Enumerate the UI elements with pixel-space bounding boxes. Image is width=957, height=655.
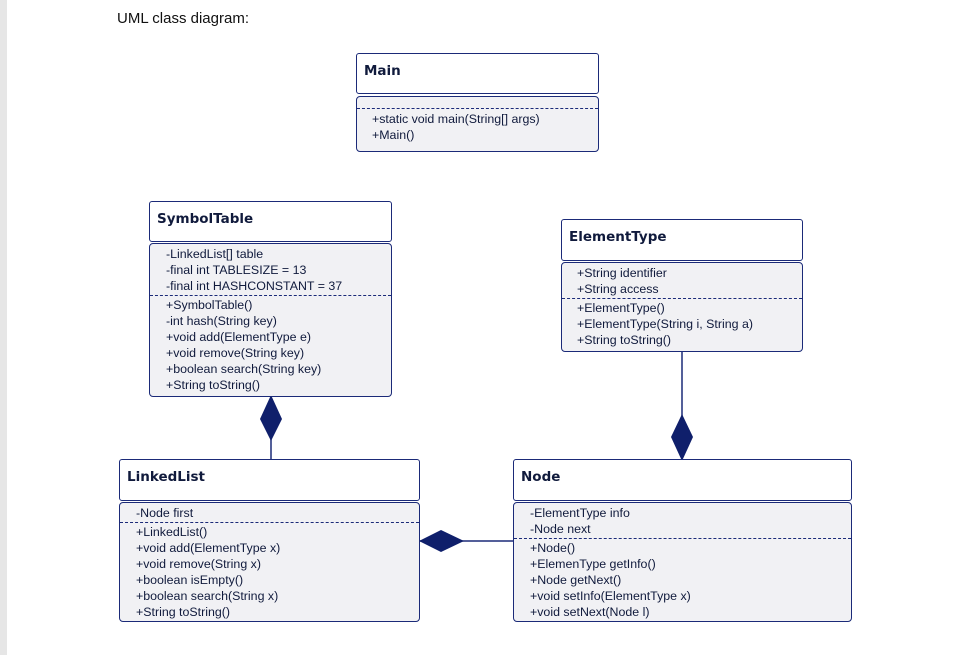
diagram-title: UML class diagram: — [117, 10, 249, 27]
class-name: SymbolTable — [149, 201, 392, 242]
divider — [357, 108, 598, 109]
linkedlist-composition-diamond — [419, 530, 464, 552]
divider — [120, 522, 419, 523]
method: +void remove(String x) — [136, 557, 261, 571]
method: +void setInfo(ElementType x) — [530, 589, 691, 603]
method-list: +LinkedList() +void add(ElementType x) +vo… — [136, 524, 413, 620]
class-body: +static void main(String[] args) +Main() — [356, 96, 599, 152]
method-list: +static void main(String[] args) +Main() — [372, 111, 592, 143]
attribute: -LinkedList[] table — [166, 247, 264, 261]
method: +static void main(String[] args) — [372, 112, 540, 126]
attribute: -ElementType info — [530, 506, 630, 520]
attribute: +String identifier — [577, 266, 667, 280]
method: +LinkedList() — [136, 525, 208, 539]
method: +void add(ElementType x) — [136, 541, 281, 555]
method: +boolean isEmpty() — [136, 573, 244, 587]
method: +String toString() — [577, 333, 672, 347]
method: +Node() — [530, 541, 576, 555]
method: +ElementType(String i, String a) — [577, 317, 753, 331]
symboltable-composition-diamond — [260, 395, 282, 441]
class-name: LinkedList — [119, 459, 420, 501]
class-name: Node — [513, 459, 852, 501]
attribute-list: +String identifier +String access — [577, 265, 796, 297]
method: +boolean search(String key) — [166, 362, 322, 376]
method-list: +SymbolTable() -int hash(String key) +void… — [166, 297, 385, 393]
method: +String toString() — [136, 605, 231, 619]
elementtype-composition-diamond — [671, 414, 693, 461]
attribute: -Node first — [136, 506, 194, 520]
method: +Main() — [372, 128, 415, 142]
class-body: +String identifier +String access +Elemen… — [561, 262, 803, 352]
class-name: Main — [356, 53, 599, 94]
class-body: -LinkedList[] table -final int TABLESIZE … — [149, 243, 392, 397]
method: +Node getNext() — [530, 573, 622, 587]
divider — [150, 295, 391, 296]
method: +void setNext(Node l) — [530, 605, 650, 619]
method: +void add(ElementType e) — [166, 330, 311, 344]
method-list: +ElementType() +ElementType(String i, Str… — [577, 300, 796, 348]
class-body: -ElementType info -Node next +Node() +Elem… — [513, 502, 852, 622]
method: +void remove(String key) — [166, 346, 305, 360]
method: +ElementType() — [577, 301, 665, 315]
attribute: +String access — [577, 282, 659, 296]
attribute: -final int HASHCONSTANT = 37 — [166, 279, 343, 293]
method-list: +Node() +ElemenType getInfo() +Node getNex… — [530, 540, 845, 620]
method: +ElemenType getInfo() — [530, 557, 656, 571]
method: +boolean search(String x) — [136, 589, 279, 603]
attribute-list: -LinkedList[] table -final int TABLESIZE … — [166, 246, 385, 294]
method: +SymbolTable() — [166, 298, 253, 312]
class-body: -Node first +LinkedList() +void add(Eleme… — [119, 502, 420, 622]
method: +String toString() — [166, 378, 261, 392]
divider — [514, 538, 851, 539]
page-left-margin — [0, 0, 7, 655]
divider — [562, 298, 802, 299]
method: -int hash(String key) — [166, 314, 277, 328]
attribute: -final int TABLESIZE = 13 — [166, 263, 307, 277]
attribute-list: -ElementType info -Node next — [530, 505, 845, 537]
class-name: ElementType — [561, 219, 803, 261]
attribute: -Node next — [530, 522, 591, 536]
attribute-list: -Node first — [136, 505, 413, 521]
